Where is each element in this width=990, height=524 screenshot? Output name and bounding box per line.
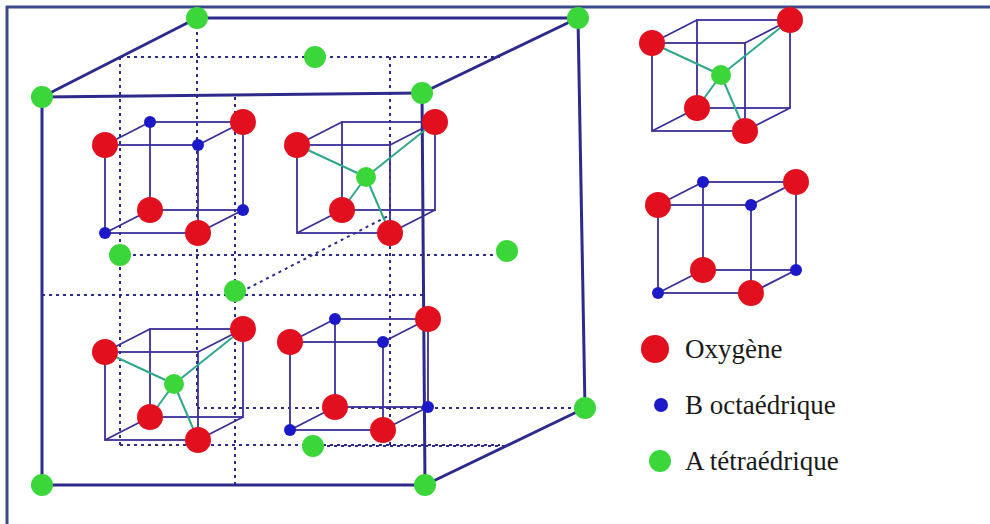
tetrahedral-subcube [284, 109, 448, 246]
frame [6, 6, 990, 524]
legend-swatch [649, 450, 671, 472]
legend-entry: B octaédrique [630, 381, 970, 431]
legend-entry: Oxygène [630, 325, 970, 375]
sub-cube-lines [42, 18, 585, 485]
legend-label: Oxygène [685, 333, 782, 365]
a-site-atoms [31, 7, 596, 496]
legend-label: A tétraédrique [685, 445, 839, 477]
unit-cell-cube [42, 18, 585, 485]
legend-swatch [641, 335, 669, 363]
legend-entry: A tétraédrique [630, 437, 970, 487]
tetrahedral-subcube [92, 316, 256, 453]
legend-swatch [654, 398, 668, 412]
octahedral-subcube [277, 306, 441, 443]
tetrahedral-subcube [639, 7, 803, 144]
legend-label: B octaédrique [685, 389, 836, 421]
octahedral-subcube [645, 169, 809, 306]
octahedral-subcube [92, 109, 256, 246]
